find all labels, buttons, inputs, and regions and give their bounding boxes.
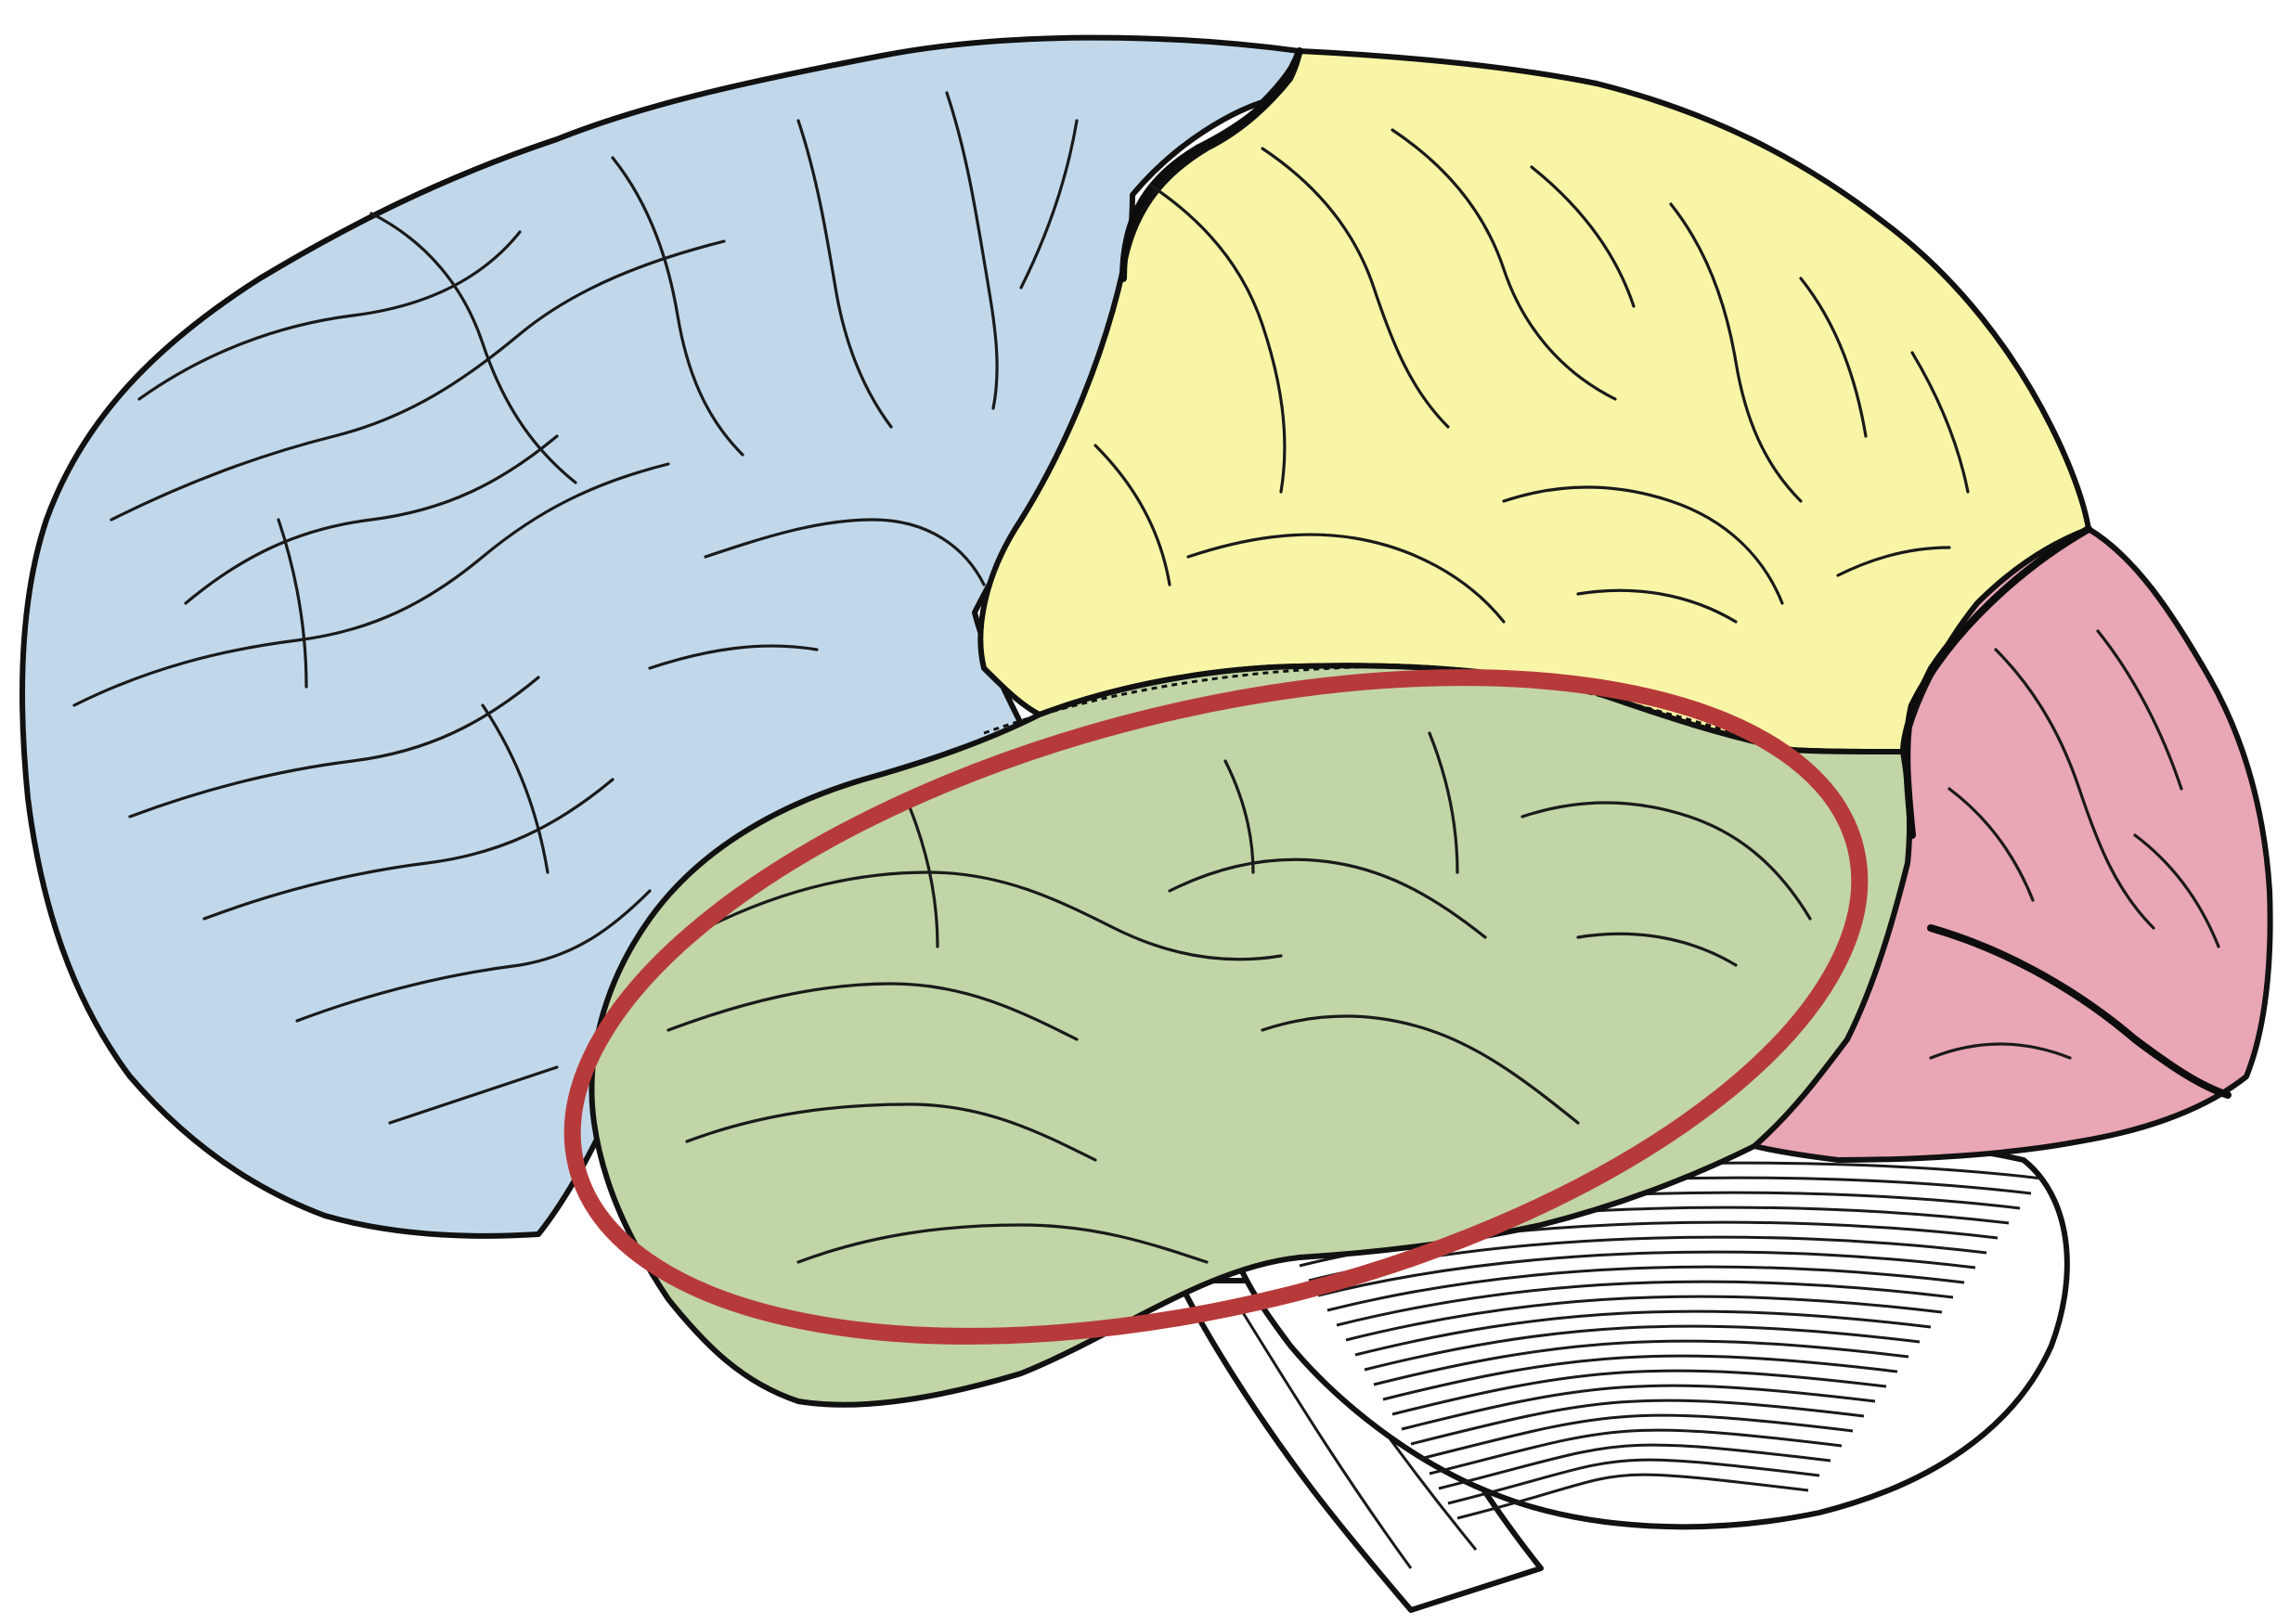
cerebellum-folia-line — [1447, 1458, 1820, 1505]
occipital-sulcus — [1927, 924, 2232, 1099]
cerebellum-folia-line — [1364, 1324, 1921, 1372]
occipital-gyri — [1929, 629, 2220, 1060]
cerebellum-folia-line — [1317, 1250, 1976, 1297]
cerebellum-folia-line — [1373, 1339, 1909, 1386]
cerebellum-folia-line — [1336, 1280, 1954, 1327]
temporal-gyri — [666, 731, 1812, 1264]
cerebellum-folia-line — [1456, 1473, 1809, 1520]
cerebellum-folia-line — [1419, 1413, 1854, 1461]
cerebellum-folia-line — [1345, 1295, 1943, 1342]
cerebellum-folia-line — [1438, 1443, 1831, 1490]
frontal-gyri — [72, 91, 1079, 1125]
cerebellum-folia-line — [1401, 1384, 1876, 1431]
temporal-lobe-highlight — [563, 669, 1869, 1345]
cerebellum-folia-line — [1410, 1398, 1865, 1446]
parietal-gyri — [1093, 128, 1970, 624]
cerebellum-folia-line — [1391, 1369, 1887, 1416]
central-sulcus — [1119, 47, 1303, 282]
cerebellum-folia-line — [1429, 1428, 1843, 1476]
cerebellum-folia-line — [1354, 1309, 1932, 1357]
cerebellum-folia-line — [1326, 1265, 1965, 1312]
cerebellum-folia-line — [1382, 1354, 1898, 1401]
parieto-occipital-sulcus — [1903, 525, 2092, 839]
